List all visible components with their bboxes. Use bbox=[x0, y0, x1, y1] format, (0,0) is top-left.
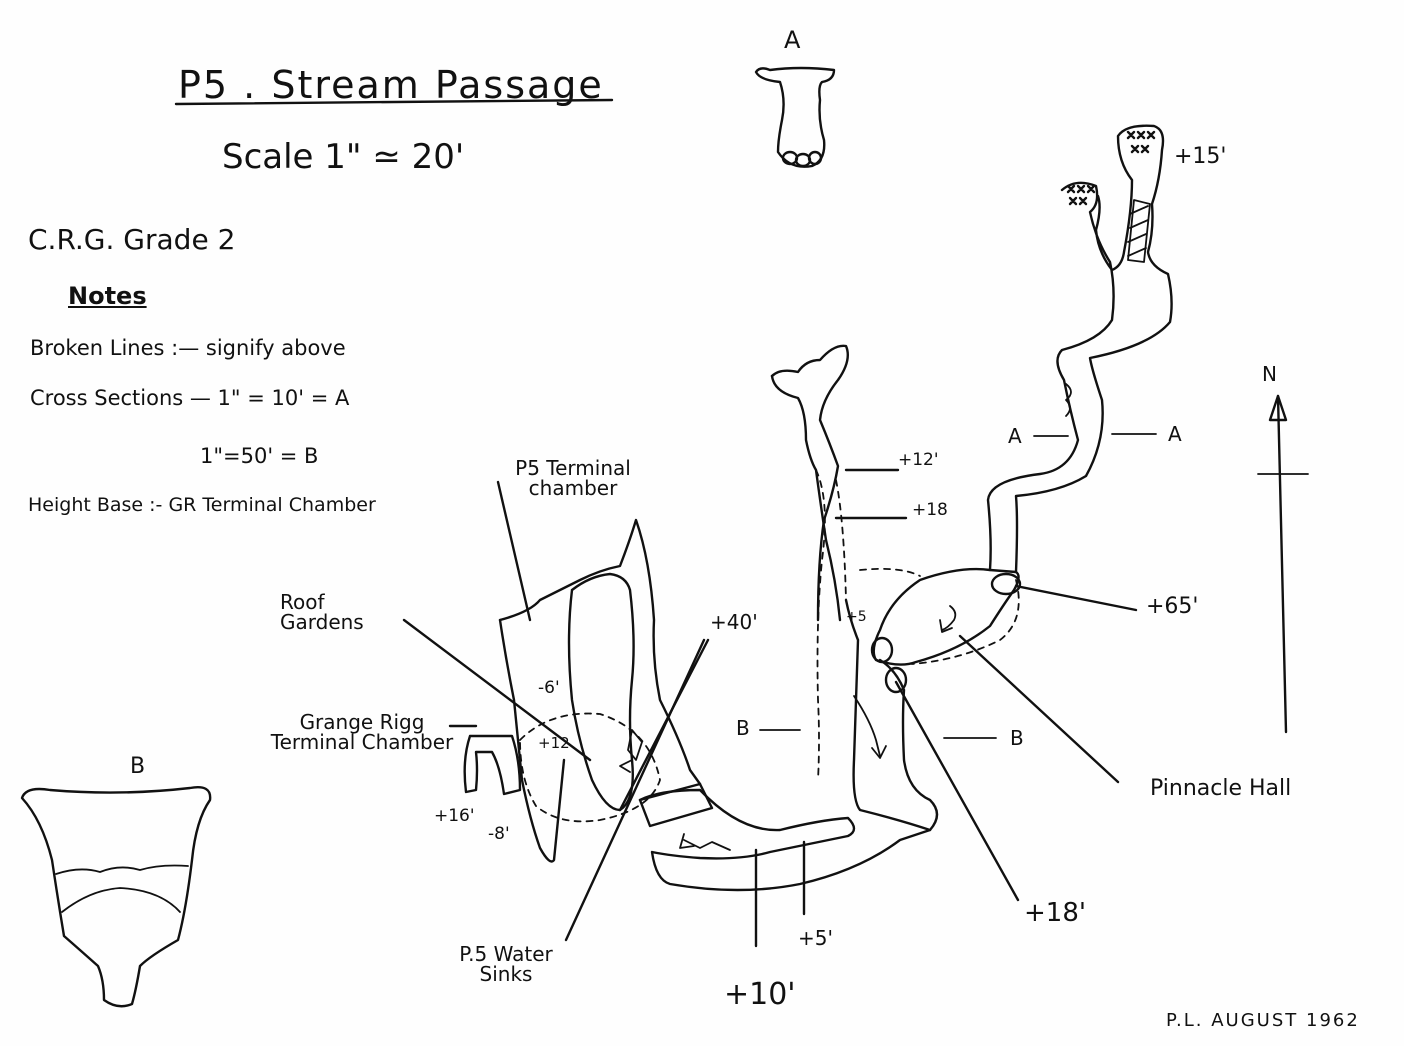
note-broken-lines: Broken Lines :— signify above bbox=[30, 336, 346, 360]
grade-label: C.R.G. Grade 2 bbox=[28, 223, 236, 256]
height-18a: +18 bbox=[912, 500, 948, 520]
height-minus-8: -8' bbox=[488, 824, 510, 844]
height-40: +40' bbox=[710, 610, 758, 634]
lower-passage bbox=[638, 788, 932, 892]
roof-gardens-label: Roof Gardens bbox=[280, 590, 364, 634]
title-underline bbox=[174, 98, 614, 106]
grange-rigg-label: Grange Rigg Terminal Chamber bbox=[270, 710, 454, 754]
north-label: N bbox=[1262, 362, 1277, 386]
height-15: +15' bbox=[1174, 144, 1227, 169]
cross-section-b-label: B bbox=[130, 754, 146, 779]
note-scale-b: 1"=50' = B bbox=[200, 444, 319, 468]
pinnacle-hall-chamber bbox=[872, 567, 1020, 666]
note-cross-sections: Cross Sections — 1" = 10' = A bbox=[30, 386, 350, 410]
north-arrow bbox=[1276, 394, 1288, 734]
cross-section-b bbox=[20, 786, 212, 1008]
height-10: +10' bbox=[724, 977, 796, 1012]
terminal-chamber-label: P5 Terminal chamber bbox=[515, 456, 631, 500]
section-b-left: B bbox=[736, 716, 750, 740]
choke-marks bbox=[1066, 130, 1156, 206]
pinnacle-hall-label: Pinnacle Hall bbox=[1150, 776, 1292, 801]
height-minus-6: -6' bbox=[538, 678, 560, 698]
section-a-left: A bbox=[1008, 424, 1022, 448]
scale-label: Scale 1" ≃ 20' bbox=[222, 137, 465, 177]
height-16: +16' bbox=[434, 806, 475, 826]
upper-passage bbox=[986, 124, 1173, 574]
signature: P.L. AUGUST 1962 bbox=[1166, 1010, 1360, 1031]
water-sinks-label: P.5 Water Sinks bbox=[459, 942, 553, 986]
height-65: +65' bbox=[1146, 594, 1199, 619]
cross-section-a-label: A bbox=[784, 26, 801, 54]
section-b-right: B bbox=[1010, 726, 1024, 750]
notes-heading: Notes bbox=[68, 282, 147, 310]
height-5: +5' bbox=[798, 926, 833, 950]
page-title: P5 . Stream Passage bbox=[178, 63, 604, 107]
height-18b: +18' bbox=[1024, 898, 1087, 928]
height-5-small: +5 bbox=[846, 609, 867, 625]
cross-section-a bbox=[754, 66, 836, 168]
height-12b: +12 bbox=[538, 734, 570, 752]
section-a-right: A bbox=[1168, 422, 1182, 446]
note-height-base: Height Base :- GR Terminal Chamber bbox=[28, 494, 376, 516]
terminal-chamber-walls bbox=[498, 518, 702, 786]
height-12a: +12' bbox=[898, 450, 939, 470]
